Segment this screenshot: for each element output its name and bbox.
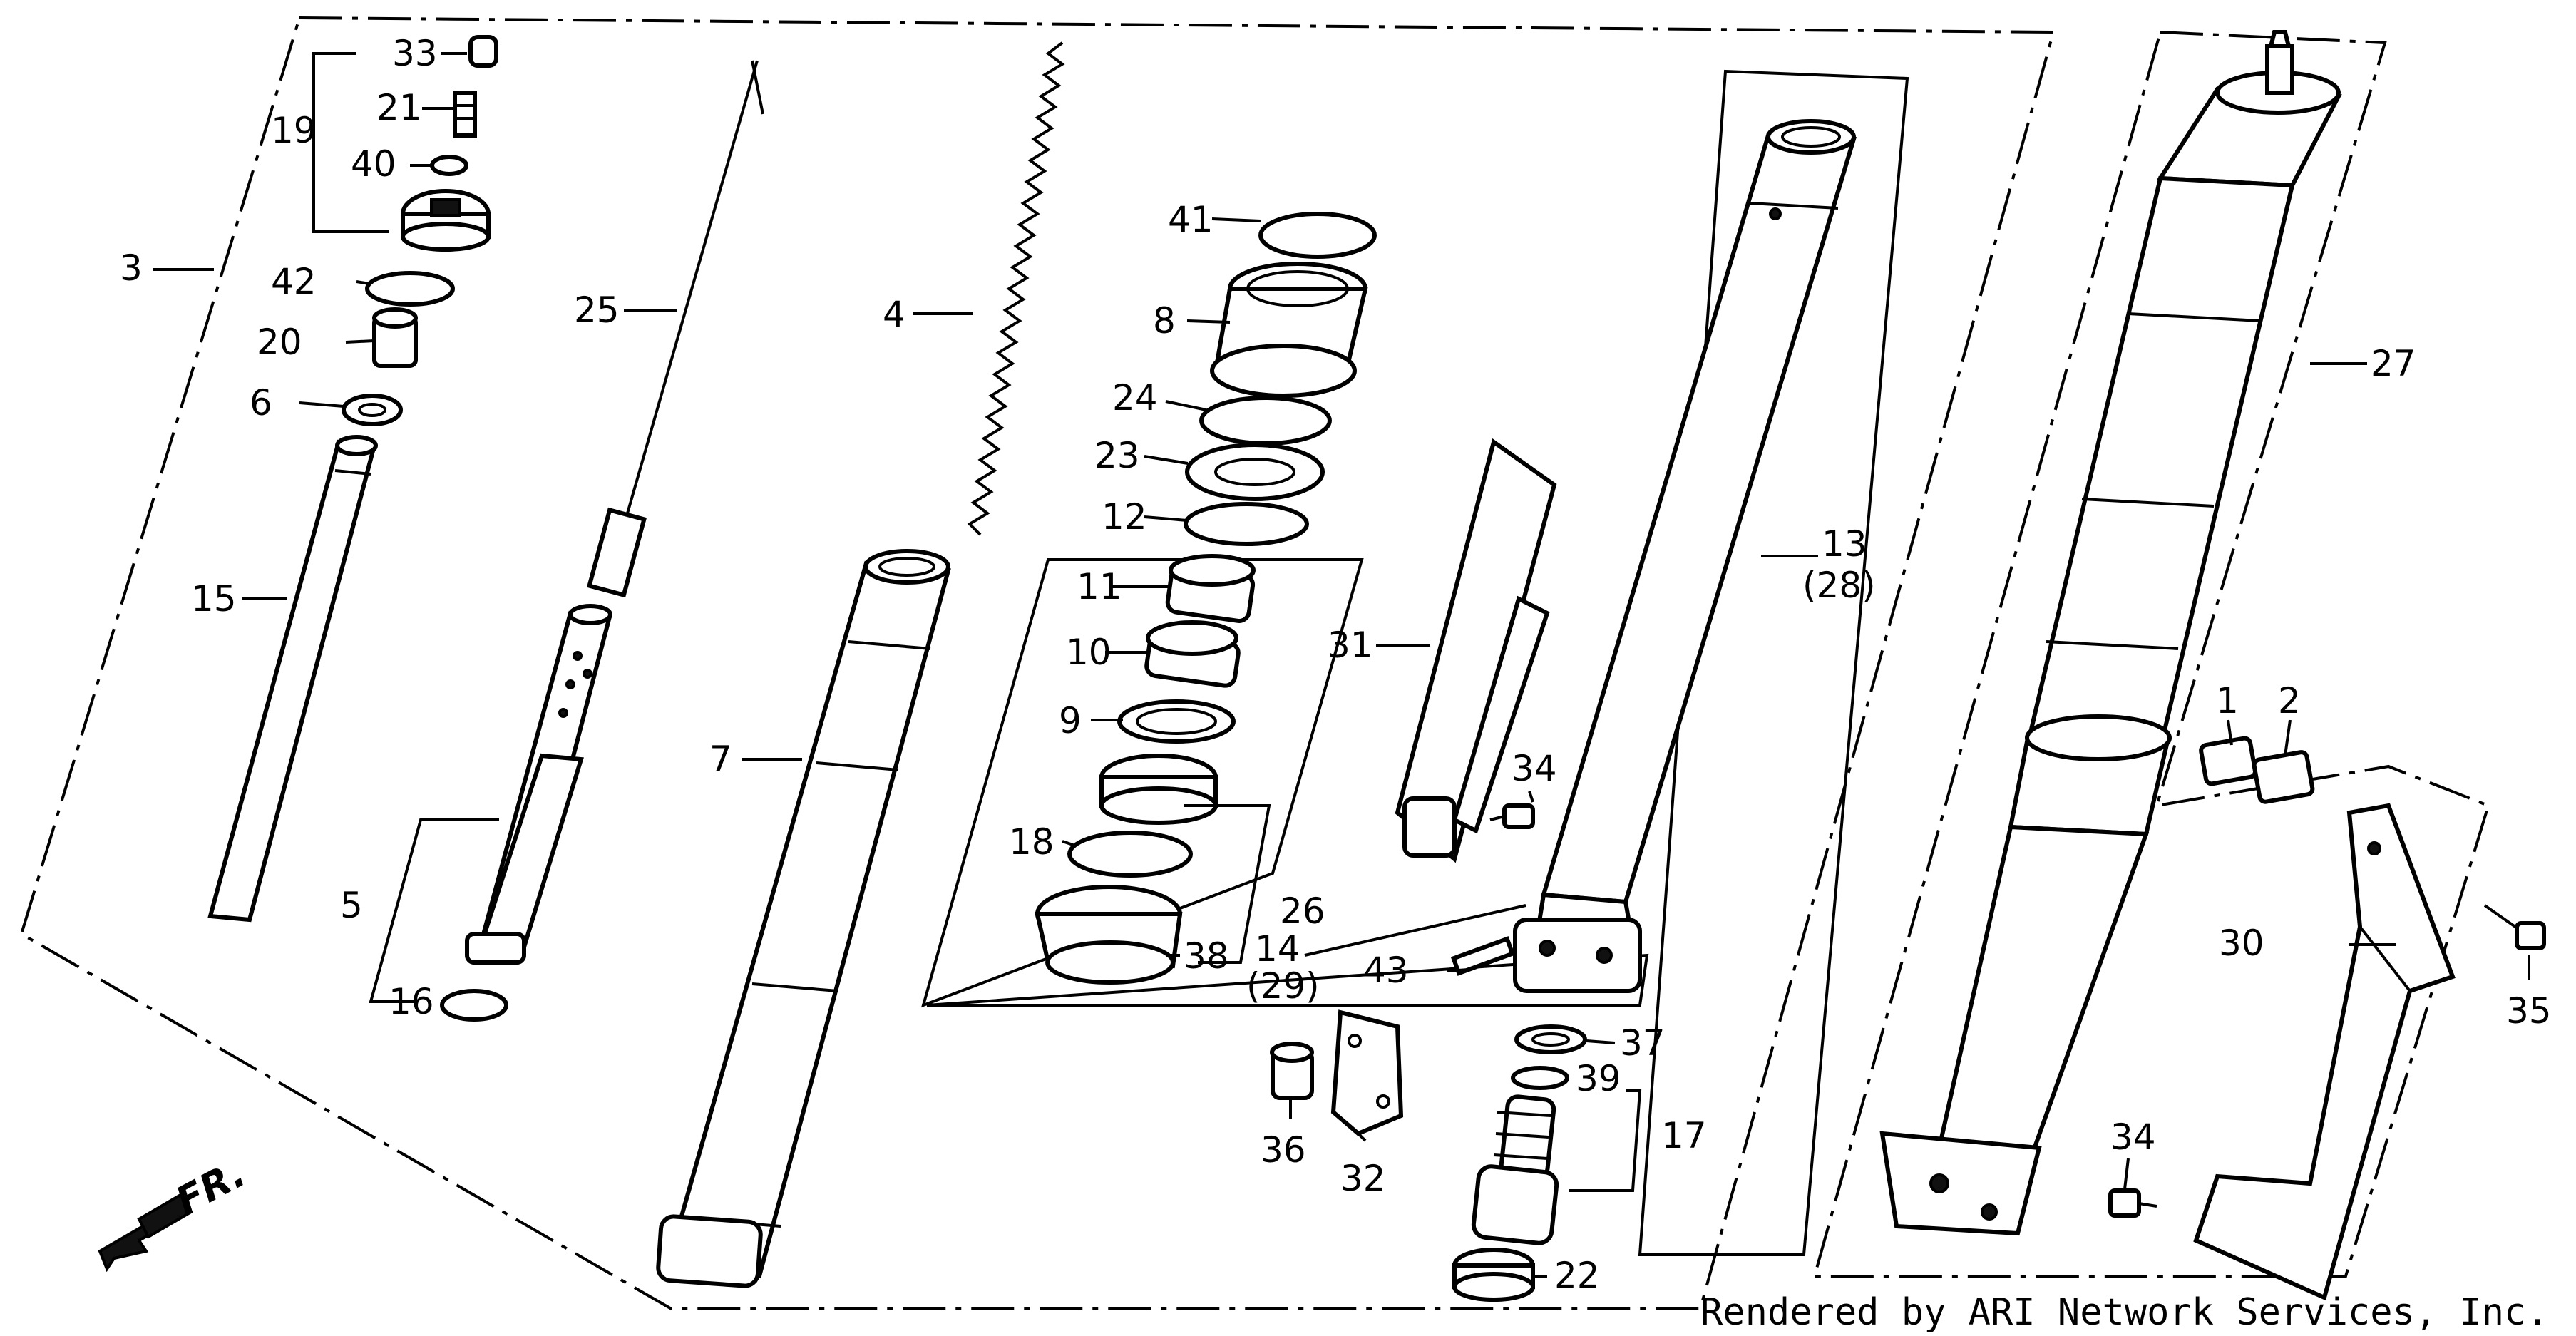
- callout-8: 8: [1153, 300, 1176, 341]
- callout-39: 39: [1576, 1058, 1621, 1099]
- clamp-2: [2252, 750, 2315, 804]
- callout-36: 36: [1261, 1129, 1306, 1171]
- callout-34-guard: 34: [1512, 748, 1557, 789]
- valve-21: [453, 91, 477, 138]
- callout-42: 42: [271, 261, 317, 302]
- fork-spring-4: [967, 41, 1065, 536]
- bushing-group-box: [921, 558, 1364, 1008]
- washer-37: [1514, 1024, 1587, 1054]
- damper-cylinder-5: [465, 604, 612, 965]
- outer-tube-group-frame: [1812, 30, 2490, 1278]
- callout-11: 11: [1077, 566, 1122, 607]
- callout-1: 1: [2216, 680, 2239, 721]
- clip-16: [440, 989, 508, 1022]
- stopper-ring-24: [1199, 396, 1332, 446]
- callout-19: 19: [271, 110, 317, 151]
- slider-bushing-11: [1165, 554, 1256, 623]
- callout-20: 20: [257, 322, 302, 363]
- leader-lines: [153, 52, 2530, 1278]
- clamp-1: [2199, 736, 2258, 786]
- fork-inner-tube-7: [656, 549, 951, 1288]
- callout-6: 6: [250, 382, 272, 423]
- bolt-34-protector: [2108, 1188, 2157, 1218]
- washer-6: [342, 394, 403, 426]
- callout-37: 37: [1620, 1022, 1666, 1064]
- back-up-ring-9: [1117, 699, 1236, 744]
- spacer-tube-15: [207, 435, 378, 923]
- callout-41: 41: [1168, 199, 1213, 240]
- callout-15: 15: [191, 578, 237, 620]
- callout-2: 2: [2278, 680, 2301, 721]
- bracket-26: [1184, 804, 1271, 964]
- guide-bushing-10: [1144, 620, 1241, 688]
- dust-seal-38: [1035, 885, 1183, 985]
- credit-line: Rendered by ARI Network Services, Inc.: [1700, 1291, 2549, 1332]
- callout-21: 21: [376, 87, 422, 128]
- callout-17: 17: [1661, 1115, 1707, 1156]
- nut-20: [372, 307, 418, 368]
- callout-32: 32: [1340, 1158, 1386, 1199]
- callout-3: 3: [120, 247, 143, 289]
- sealing-washer-22: [1452, 1248, 1535, 1302]
- dust-seal-8: [1210, 262, 1368, 398]
- fork-guard-31: [1395, 438, 1557, 863]
- callout-13: 13: [1822, 523, 1867, 565]
- callout-28: (28): [1802, 565, 1876, 606]
- callout-40: 40: [351, 143, 396, 185]
- callout-10: 10: [1066, 632, 1112, 673]
- main-assembly-frame: [19, 16, 2056, 1310]
- damper-valve-17: [1471, 1094, 1559, 1245]
- fork-slider-13: [1513, 119, 1857, 993]
- callout-12: 12: [1102, 496, 1147, 538]
- fork-protector-30: [2193, 803, 2456, 1301]
- oil-seal-23: [1185, 443, 1325, 501]
- callout-38: 38: [1184, 935, 1229, 977]
- fork-outer-tube-27: [1879, 30, 2342, 1236]
- callout-30: 30: [2219, 923, 2264, 964]
- stud-43: [1450, 936, 1516, 976]
- stopper-ring-18: [1067, 831, 1193, 878]
- o-ring-39: [1511, 1066, 1569, 1090]
- callout-25: 25: [574, 289, 620, 331]
- fork-bolt-19: [401, 189, 491, 252]
- o-ring-40: [430, 155, 468, 176]
- cap-nut-36: [1270, 1042, 1314, 1100]
- callout-5: 5: [340, 885, 363, 926]
- callout-labels: 1 2 3 4 5 6 7 8 9 10 11 12 13 (28) 14 (2…: [120, 33, 2552, 1296]
- bolt-35: [2483, 904, 2546, 950]
- callout-7: 7: [709, 739, 732, 780]
- callout-14: 14: [1255, 928, 1300, 970]
- bracket-19: [312, 52, 389, 233]
- callout-22: 22: [1554, 1255, 1600, 1296]
- callout-23: 23: [1094, 435, 1140, 476]
- callout-43: 43: [1363, 950, 1409, 991]
- callout-9: 9: [1059, 700, 1082, 741]
- axle-holder-32: [1330, 1009, 1404, 1136]
- callout-16: 16: [389, 981, 434, 1022]
- callout-26: 26: [1280, 890, 1325, 932]
- back-up-ring-12: [1184, 502, 1309, 546]
- oil-seal-26: [1099, 754, 1218, 825]
- callout-18: 18: [1009, 821, 1054, 863]
- o-ring-42: [365, 271, 455, 307]
- callout-27: 27: [2371, 343, 2416, 384]
- damper-rod-25: [586, 60, 764, 598]
- lower-group-box: [926, 953, 1649, 1007]
- callout-24: 24: [1112, 377, 1158, 418]
- front-direction-marker: FR.: [98, 1151, 252, 1273]
- bolt-cap-33: [468, 35, 498, 68]
- callout-34-protector: 34: [2110, 1116, 2156, 1158]
- ring-41: [1258, 212, 1377, 259]
- slider-group-box: [1638, 69, 1909, 1256]
- callout-35: 35: [2506, 990, 2552, 1032]
- bracket-5: [369, 818, 499, 1003]
- callout-4: 4: [883, 294, 905, 335]
- callout-29: (29): [1246, 965, 1320, 1007]
- callout-31: 31: [1328, 625, 1373, 666]
- bolt-34-guard: [1489, 803, 1535, 829]
- callout-33: 33: [392, 33, 438, 74]
- bracket-17: [1569, 1089, 1642, 1192]
